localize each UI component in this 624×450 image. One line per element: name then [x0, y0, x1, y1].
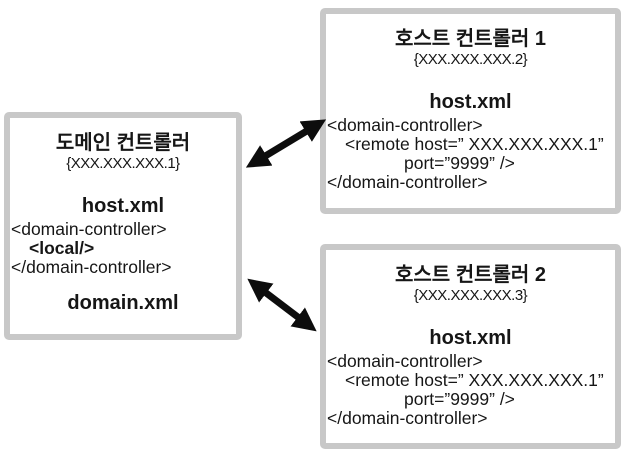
host-controller-2-address: {XXX.XXX.XXX.3} — [413, 287, 528, 304]
xml-close-tag: </domain-controller> — [327, 172, 488, 192]
arrow-dc-to-hc1-icon — [245, 119, 327, 168]
xml-remote-port-line: port=”9999” /> — [404, 153, 515, 173]
xml-remote-host-line: <remote host=” XXX.XXX.XXX.1” — [345, 134, 604, 154]
host-xml-filename: host.xml — [81, 195, 165, 217]
domain-controller-address: {XXX.XXX.XXX.1} — [66, 155, 180, 172]
host-xml-filename: host.xml — [429, 327, 512, 349]
xml-remote-port-line: port=”9999” /> — [404, 389, 515, 409]
xml-open-tag: <domain-controller> — [327, 115, 483, 135]
host-controller-1-address: {XXX.XXX.XXX.2} — [413, 51, 528, 68]
xml-open-tag: <domain-controller> — [11, 219, 167, 239]
host-controller-2-title: 호스트 컨트롤러 2 — [394, 264, 547, 286]
host-controller-1-title: 호스트 컨트롤러 1 — [394, 28, 547, 50]
xml-close-tag: </domain-controller> — [327, 408, 488, 428]
domain-controller-box: 도메인 컨트롤러 {XXX.XXX.XXX.1} host.xml <domai… — [4, 112, 242, 340]
host-controller-1-box: 호스트 컨트롤러 1 {XXX.XXX.XXX.2} host.xml <dom… — [320, 8, 621, 214]
xml-remote-host-line: <remote host=” XXX.XXX.XXX.1” — [345, 370, 604, 390]
arrow-dc-to-hc2-icon — [247, 278, 317, 332]
domain-controller-title: 도메인 컨트롤러 — [55, 132, 191, 154]
host-xml-snippet: <domain-controller> <local/> </domain-co… — [10, 220, 236, 277]
domain-xml-filename: domain.xml — [67, 292, 179, 314]
host-xml-filename: host.xml — [429, 91, 512, 113]
host-controller-2-box: 호스트 컨트롤러 2 {XXX.XXX.XXX.3} host.xml <dom… — [320, 244, 621, 449]
xml-close-tag: </domain-controller> — [11, 257, 172, 277]
host-xml-snippet: <domain-controller> <remote host=” XXX.X… — [326, 116, 615, 192]
xml-open-tag: <domain-controller> — [327, 351, 483, 371]
xml-local-tag: <local/> — [29, 238, 95, 258]
host-xml-snippet: <domain-controller> <remote host=” XXX.X… — [326, 352, 615, 428]
